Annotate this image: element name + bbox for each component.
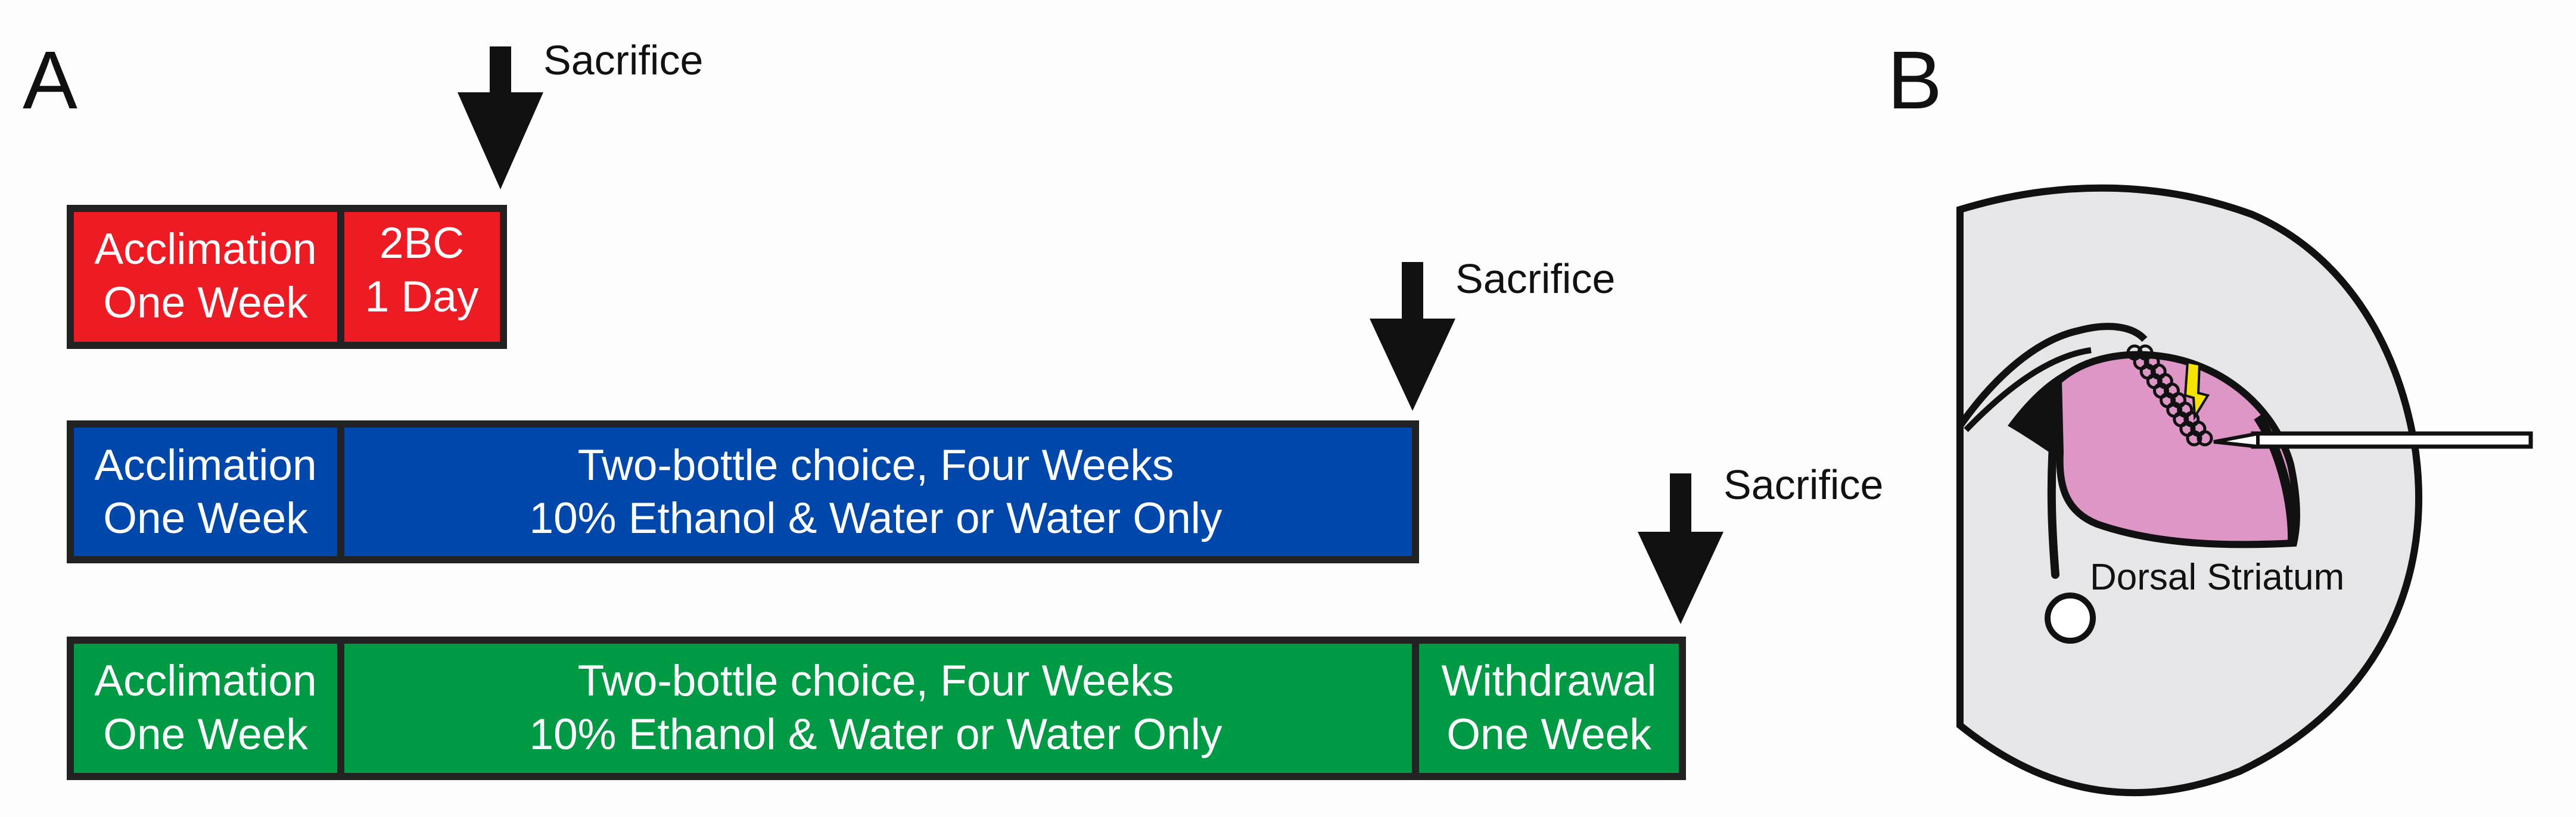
timeline-2-block-2-line-1: Two-bottle choice, Four Weeks <box>578 441 1174 489</box>
sacrifice-arrow-1: Sacrifice <box>458 37 703 189</box>
anterior-commissure-tract <box>2047 425 2059 579</box>
sacrifice-label-1: Sacrifice <box>543 37 703 83</box>
striatum-lateral-border <box>2254 414 2298 544</box>
timeline-1-block-1-line-2: One Week <box>103 279 308 327</box>
timeline-3-block-1-line-2: One Week <box>103 710 308 759</box>
timeline-3-block-2-line-1: Two-bottle choice, Four Weeks <box>578 657 1174 705</box>
timeline-1-block-2-line-2: 1 Day <box>365 273 479 321</box>
sacrifice-label-3: Sacrifice <box>1723 461 1883 508</box>
probe-shaft <box>2251 431 2533 449</box>
vessel-circle <box>2045 593 2096 644</box>
timeline-2-block-1-line-1: Acclimation <box>94 441 316 489</box>
down-arrow-icon <box>458 46 543 189</box>
timeline-3-block-3-line-1: Withdrawal <box>1441 657 1656 705</box>
ventricle-boundary-inner <box>1964 347 2092 432</box>
coil-loop <box>2186 430 2202 447</box>
panel-b-letter: B <box>1887 35 1942 126</box>
dorsal-striatum-label: Dorsal Striatum <box>2090 557 2344 598</box>
timeline-1: Acclimation One Week 2BC 1 Day <box>67 205 507 349</box>
down-arrow-icon <box>1638 473 1723 624</box>
probe-tip <box>2213 431 2260 449</box>
timeline-3-block-2-line-2: 10% Ethanol & Water or Water Only <box>529 710 1222 759</box>
timeline-3: Acclimation One Week Two-bottle choice, … <box>67 637 1686 780</box>
sacrifice-arrow-3: Sacrifice <box>1638 461 1883 624</box>
timeline-2: Acclimation One Week Two-bottle choice, … <box>67 420 1419 563</box>
timeline-3-block-3-line-2: One Week <box>1446 710 1651 759</box>
coronal-brain-slice: Dorsal Striatum <box>1956 184 2533 797</box>
dorsal-striatum-region <box>2054 351 2300 548</box>
timeline-1-block-1-line-1: Acclimation <box>94 225 316 273</box>
down-arrow-icon <box>1370 262 1455 411</box>
timeline-1-bar <box>67 205 507 349</box>
timeline-2-block-2-line-2: 10% Ethanol & Water or Water Only <box>529 494 1222 542</box>
timeline-2-block-1-line-2: One Week <box>103 494 308 542</box>
recording-probe <box>2213 431 2533 449</box>
sacrifice-label-2: Sacrifice <box>1455 255 1615 302</box>
timeline-3-block-1-line-1: Acclimation <box>94 657 316 705</box>
electrode-coil <box>2126 344 2213 447</box>
lightning-marker-icon <box>2183 360 2210 421</box>
coil-loop <box>2197 430 2213 447</box>
ventricle-boundary <box>1957 323 2148 428</box>
timeline-2-bar <box>67 420 1419 563</box>
timeline-1-block-2-line-1: 2BC <box>379 219 464 267</box>
sacrifice-arrow-2: Sacrifice <box>1370 255 1615 411</box>
panel-a-letter: A <box>23 35 77 126</box>
